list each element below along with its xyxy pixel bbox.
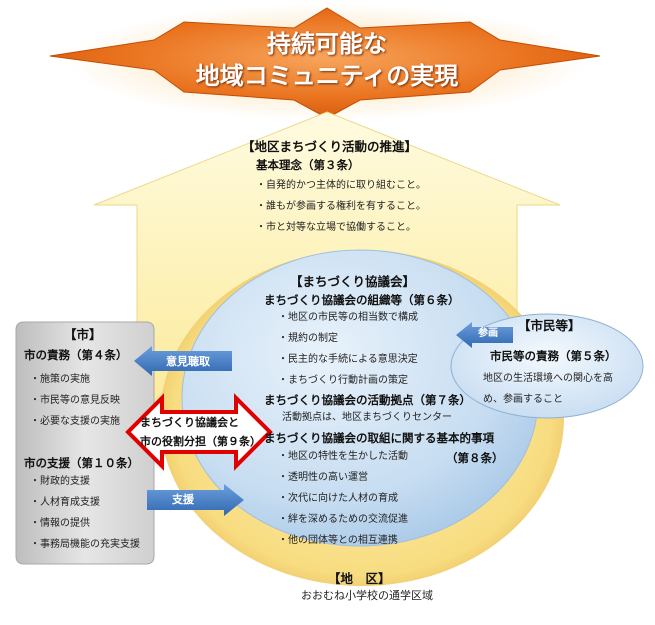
support-arrow	[147, 484, 244, 516]
title-line-2: 地域コミュニティの実現	[195, 62, 459, 90]
council-basic-article: （第８条）	[446, 451, 504, 465]
principle-title: 基本理念（第３条）	[256, 158, 360, 172]
council-base-text: 活動拠点は、地区まちづくりセンター	[282, 412, 452, 423]
city-support-title: 市の支援（第１０条）	[24, 456, 139, 470]
city-duty-item-1: ・施策の実施	[30, 374, 90, 385]
principle-item-3: ・市と対等な立場で協働すること。	[256, 222, 416, 233]
council-org-item-3: ・民主的な手続による意思決定	[278, 354, 418, 365]
city-support-item-3: ・情報の提供	[30, 518, 90, 529]
council-org-title: まちづくり協議会の組織等（第６条）	[264, 293, 460, 307]
council-base-title: まちづくり協議会の活動拠点（第７条）	[264, 393, 471, 407]
council-org-item-2: ・規約の制定	[278, 333, 338, 344]
council-org-item-1: ・地区の市民等の相当数で構成	[278, 312, 418, 323]
role-double-arrow	[125, 393, 273, 471]
title-banner	[49, 4, 601, 120]
role-line-1: まちづくり協議会と	[140, 416, 239, 429]
council-basic-item-5: ・他の団体等との相互連携	[278, 535, 398, 546]
support-label: 支援	[172, 493, 194, 506]
principle-item-2: ・誰もが参画する権利を有すること。	[256, 201, 426, 212]
council-basic-item-3: ・次代に向けた人材の育成	[278, 493, 398, 504]
city-heading: 【市】	[64, 327, 102, 342]
council-basic-item-1: ・地区の特性を生かした活動	[278, 451, 408, 462]
citizens-heading: 【市民等】	[518, 318, 581, 333]
citizens-text-line-1: 地区の生活環境への関心を高	[483, 373, 613, 384]
city-support-item-1: ・財政的支援	[30, 476, 90, 487]
council-heading: 【まちづくり協議会】	[290, 274, 416, 289]
hearing-label: 意見聴取	[166, 355, 210, 368]
city-duty-item-3: ・必要な支援の実施	[30, 416, 120, 427]
city-box	[15, 321, 155, 565]
promotion-heading: 【地区まちづくり活動の推進】	[242, 139, 418, 154]
city-support-item-4: ・事務局機能の充実支援	[30, 539, 140, 550]
citizens-duty-title: 市民等の責務（第５条）	[490, 349, 617, 363]
council-basic-title: まちづくり協議会の取組に関する基本的事項	[264, 431, 494, 445]
hearing-arrow	[134, 346, 232, 376]
participation-label: 参画	[478, 328, 498, 339]
role-line-2: 市の役割分担（第９条）	[140, 435, 261, 448]
council-org-item-4: ・まちづくり行動計画の策定	[278, 375, 408, 386]
council-basic-item-2: ・透明性の高い運営	[278, 472, 368, 483]
city-duty-title: 市の責務（第４条）	[24, 348, 128, 362]
council-basic-item-4: ・絆を深めるための交流促進	[278, 514, 408, 525]
city-duty-item-2: ・市民等の意見反映	[30, 395, 120, 406]
district-heading: 【地 区】	[328, 571, 391, 586]
city-support-item-2: ・人材育成支援	[30, 497, 100, 508]
title-line-1: 持続可能な	[267, 30, 387, 58]
principle-item-1: ・自発的かつ主体的に取り組むこと。	[256, 180, 426, 191]
citizens-text-line-2: め、参画すること	[483, 394, 563, 405]
participation-arrow	[456, 322, 513, 348]
district-text: おおむね小学校の通学区域	[301, 589, 433, 602]
